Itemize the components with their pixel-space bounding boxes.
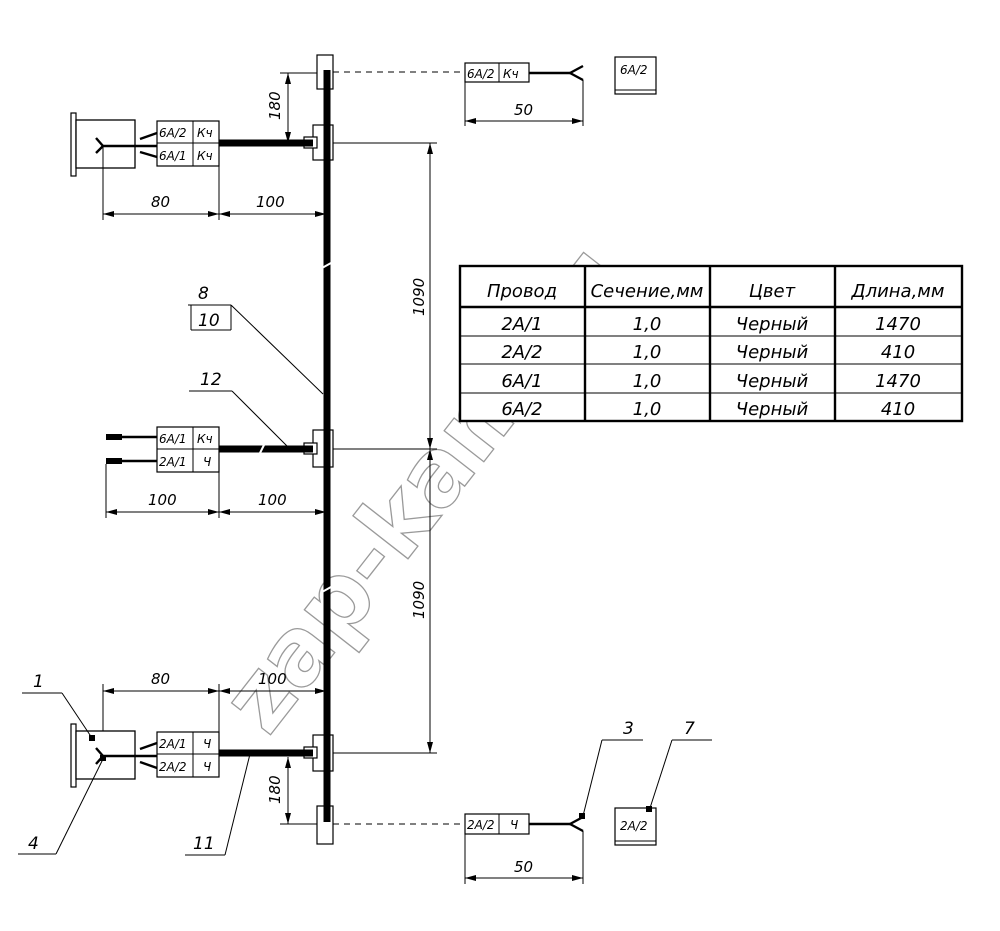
table-cell: 410: [881, 399, 915, 420]
tag-label: 2A/2: [159, 760, 187, 774]
trunk-break-mark-lower: [321, 586, 332, 593]
callout-number: 7: [684, 719, 695, 739]
branch-break-mark: [258, 442, 266, 456]
table-cell: 1,0: [633, 314, 662, 335]
table-cell: 1470: [875, 314, 921, 335]
connector-upper-left: [70, 112, 158, 177]
table-cell: 2A/2: [501, 342, 542, 363]
connector-lower-left: [70, 723, 158, 788]
ref-label: 2A/2: [620, 819, 648, 833]
dim-top-right-50: 50: [464, 80, 584, 126]
dim-value: 80: [151, 670, 170, 688]
tag-color: Ч: [203, 455, 211, 469]
callout-12: 12: [189, 370, 289, 448]
table-cell: 2A/1: [501, 314, 542, 335]
dim-bottom-right-50: 50: [464, 831, 584, 884]
wire-end-top-right: [529, 64, 584, 82]
table-header: Сечение,мм: [591, 281, 704, 302]
dim-middle-left: 100 100: [105, 464, 326, 518]
tag-top-right: 6A/2 Кч: [464, 62, 530, 83]
table-cell: 1,0: [633, 399, 662, 420]
table-cell: Черный: [736, 371, 809, 392]
callout-3: 3: [582, 719, 643, 817]
dim-trunk-lower: 1090: [333, 449, 437, 754]
callout-8-10: 8 10: [188, 284, 324, 395]
tag-bottom-right: 2A/2 Ч: [464, 813, 530, 835]
dim-trunk-upper: 1090: [333, 142, 437, 450]
dim-lower-left: 80 100: [102, 670, 327, 757]
dim-value: 1090: [410, 278, 428, 316]
table-header: Цвет: [749, 281, 796, 302]
tag-color: Кч: [197, 432, 213, 446]
tag-upper-left: 6A/2 Кч 6A/1 Кч: [156, 120, 220, 167]
dim-value: 100: [258, 491, 287, 509]
callout-1: 1: [22, 672, 93, 739]
callout-7: 7: [649, 719, 712, 809]
table-cell: 6A/2: [501, 399, 542, 420]
table-cell: 1,0: [633, 371, 662, 392]
callout-number: 1: [33, 672, 44, 692]
table-cell: 1,0: [633, 342, 662, 363]
dim-value: 100: [256, 193, 285, 211]
table-cell: 1470: [875, 371, 921, 392]
dim-value: 180: [266, 91, 284, 120]
dim-value: 50: [514, 101, 533, 119]
ref-box-top-right: 6A/2: [614, 56, 657, 95]
tag-label: 6A/2: [467, 67, 495, 81]
trunk-break-mark: [321, 262, 332, 269]
dim-bottom-180: 180: [266, 757, 317, 825]
ref-box-bottom-right: 2A/2: [614, 806, 657, 846]
tag-color: Ч: [510, 818, 518, 832]
dim-value: 100: [258, 670, 287, 688]
tag-color: Кч: [197, 126, 213, 140]
table-cell: Черный: [736, 314, 809, 335]
callout-number: 3: [623, 719, 634, 739]
tag-lower-left: 2A/1 Ч 2A/2 Ч: [156, 731, 220, 778]
wire-end-bottom-right: [529, 813, 585, 833]
dim-value: 80: [151, 193, 170, 211]
callout-number: 8: [198, 284, 209, 304]
tag-middle-left: 6A/1 Кч 2A/1 Ч: [156, 426, 220, 473]
callout-number: 12: [200, 370, 222, 390]
wire-table: Провод Сечение,мм Цвет Длина,мм 2A/1 1,0…: [458, 264, 964, 423]
callout-11: 11: [185, 753, 251, 856]
tag-color: Кч: [503, 67, 519, 81]
tag-color: Ч: [203, 737, 211, 751]
table-header: Длина,мм: [851, 281, 945, 302]
tag-color: Кч: [197, 149, 213, 163]
dim-top-180: 180: [266, 72, 317, 144]
callout-4: 4: [18, 758, 104, 855]
tag-label: 2A/1: [159, 737, 187, 751]
tag-label: 2A/1: [159, 455, 187, 469]
dim-value: 50: [514, 858, 533, 876]
table-cell: Черный: [736, 342, 809, 363]
ref-label: 6A/2: [620, 63, 648, 77]
tag-label: 2A/2: [467, 818, 495, 832]
dim-value: 100: [148, 491, 177, 509]
tag-label: 6A/1: [159, 149, 187, 163]
wire-ends-middle-left: [106, 434, 157, 464]
tag-label: 6A/1: [159, 432, 187, 446]
dim-upper-left: 80 100: [102, 146, 327, 220]
callout-number: 11: [193, 834, 215, 854]
table-cell: 6A/1: [501, 371, 542, 392]
table-header: Провод: [487, 281, 557, 302]
table-cell: 410: [881, 342, 915, 363]
callout-number: 10: [198, 311, 220, 331]
tag-color: Ч: [203, 760, 211, 774]
table-cell: Черный: [736, 399, 809, 420]
tag-label: 6A/2: [159, 126, 187, 140]
dim-value: 1090: [410, 581, 428, 619]
dim-value: 180: [266, 775, 284, 804]
callout-number: 4: [28, 834, 39, 854]
